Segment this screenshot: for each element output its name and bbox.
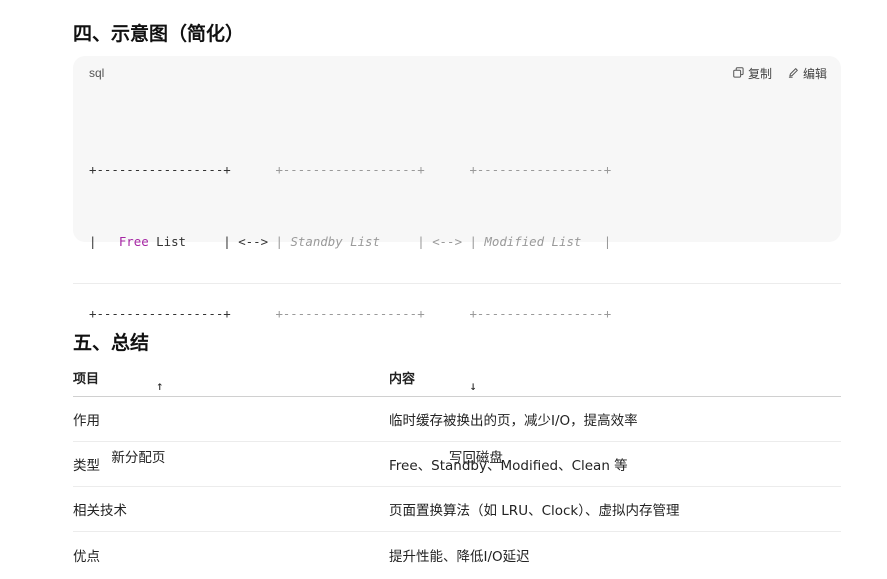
box-pipe: | bbox=[89, 234, 119, 249]
code-line-3: +-----------------+ +------------------+… bbox=[89, 302, 611, 326]
code-spacer bbox=[231, 306, 276, 321]
box-border-standby: +------------------+ bbox=[275, 162, 425, 177]
table-row: 作用 临时缓存被换出的页，减少I/O，提高效率 bbox=[73, 397, 841, 442]
table-cell-item: 优点 bbox=[73, 548, 100, 565]
table-cell-content: 页面置换算法（如 LRU、Clock）、虚拟内存管理 bbox=[389, 503, 680, 519]
code-spacer bbox=[231, 162, 276, 177]
table-cell-content: Free、Standby、Modified、Clean 等 bbox=[389, 458, 628, 474]
label-new-page: 新分配页 bbox=[111, 450, 166, 466]
label-write-back: 写回磁盘 bbox=[448, 450, 503, 466]
arrow-bidirectional-1: <--> bbox=[238, 234, 269, 249]
code-spacer bbox=[425, 162, 470, 177]
box-border-free: +-----------------+ bbox=[89, 306, 231, 321]
arrow-bidirectional-2: <--> bbox=[432, 234, 463, 249]
table-header-item: 项目 bbox=[73, 372, 100, 387]
box-border-modified: +-----------------+ bbox=[469, 162, 612, 177]
edit-label: 编辑 bbox=[802, 67, 827, 81]
table-row: 类型 Free、Standby、Modified、Clean 等 bbox=[73, 442, 841, 487]
table-row: 相关技术 页面置换算法（如 LRU、Clock）、虚拟内存管理 bbox=[73, 487, 841, 532]
code-language-label: sql bbox=[89, 66, 105, 80]
table-cell-item: 类型 bbox=[73, 458, 100, 474]
copy-label: 复制 bbox=[747, 67, 772, 81]
code-line-2: | Free List | <--> | Standby List | <-->… bbox=[89, 230, 611, 254]
text-standby-list: | Standby List | bbox=[268, 234, 433, 249]
code-line-5: 新分配页 写回磁盘 bbox=[89, 446, 611, 470]
box-border-free: +-----------------+ bbox=[89, 162, 231, 177]
section-divider bbox=[73, 283, 841, 284]
table-cell-item: 相关技术 bbox=[73, 503, 127, 519]
summary-table: 项目 内容 作用 临时缓存被换出的页，减少I/O，提高效率 类型 Free、St… bbox=[73, 368, 841, 577]
text-list: List | bbox=[148, 234, 239, 249]
table-cell-item: 作用 bbox=[73, 413, 100, 429]
code-line-4: ↑ ↓ bbox=[89, 374, 611, 398]
table-cell-content: 临时缓存被换出的页，减少I/O，提高效率 bbox=[389, 413, 638, 429]
code-block: sql 复制 编辑 +-----------------+ +---------… bbox=[73, 56, 841, 466]
arrow-up-icon: ↑ bbox=[156, 378, 164, 393]
pencil-icon bbox=[788, 67, 799, 81]
code-spacer bbox=[425, 306, 470, 321]
section-heading-diagram: 四、示意图（简化） bbox=[73, 23, 245, 45]
table-cell-content: 提升性能、降低I/O延迟 bbox=[389, 548, 530, 565]
text-modified-list: | Modified List | bbox=[462, 234, 612, 249]
box-border-standby: +------------------+ bbox=[275, 306, 425, 321]
copy-button[interactable]: 复制 bbox=[733, 65, 772, 82]
keyword-free: Free bbox=[118, 234, 149, 249]
copy-icon bbox=[733, 66, 744, 81]
table-row: 优点 提升性能、降低I/O延迟 bbox=[73, 532, 841, 577]
edit-button[interactable]: 编辑 bbox=[788, 65, 827, 82]
section-heading-summary: 五、总结 bbox=[73, 332, 150, 354]
code-actions: 复制 编辑 bbox=[733, 65, 827, 82]
code-line-1: +-----------------+ +------------------+… bbox=[89, 158, 611, 182]
table-header-row: 项目 内容 bbox=[73, 368, 841, 397]
arrow-down-icon: ↓ bbox=[469, 378, 477, 393]
table-header-content: 内容 bbox=[389, 372, 416, 387]
box-border-modified: +-----------------+ bbox=[469, 306, 612, 321]
code-content: +-----------------+ +------------------+… bbox=[89, 110, 611, 518]
